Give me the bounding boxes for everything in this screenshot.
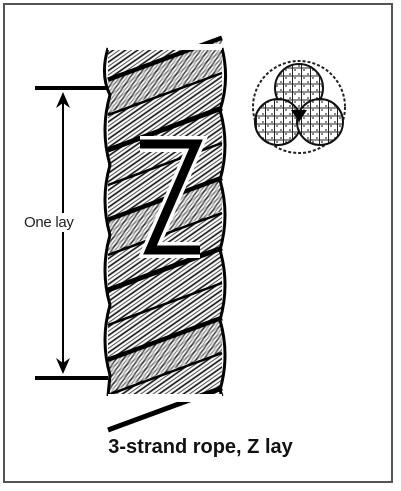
one-lay-label: One lay (24, 213, 74, 232)
cross-section-icon (253, 61, 345, 153)
diagram-caption: 3-strand rope, Z lay (0, 436, 401, 459)
